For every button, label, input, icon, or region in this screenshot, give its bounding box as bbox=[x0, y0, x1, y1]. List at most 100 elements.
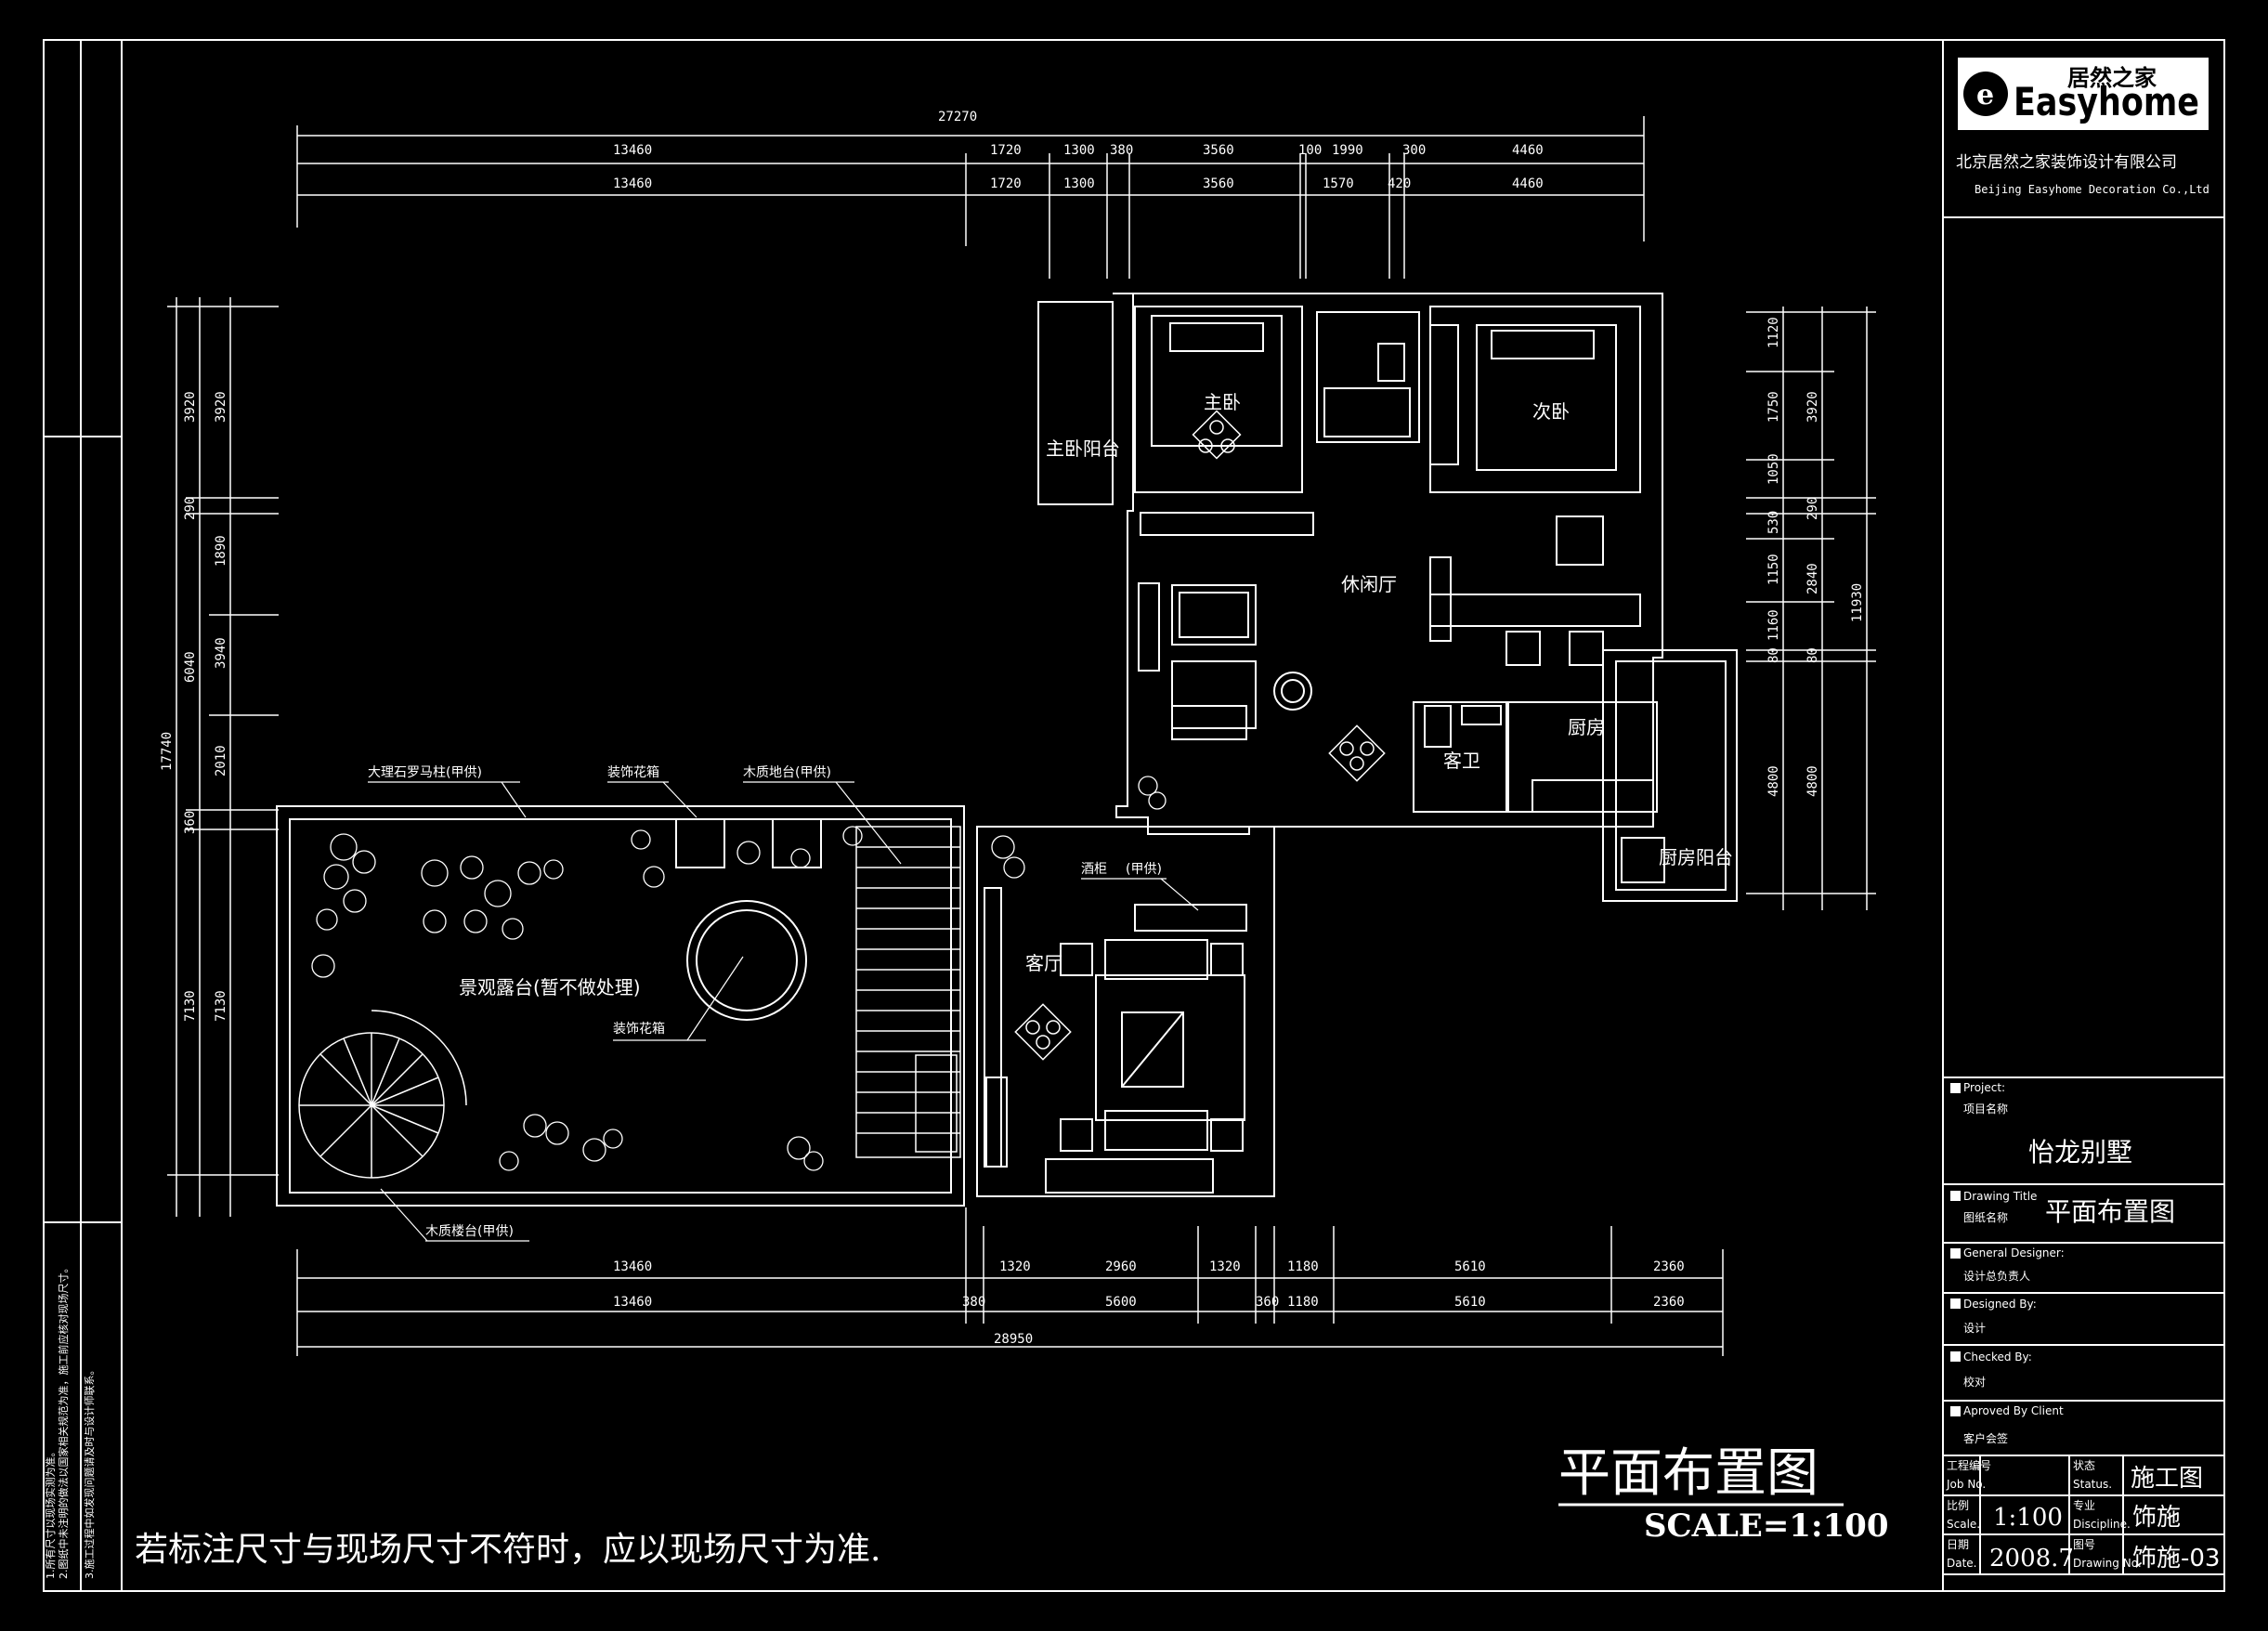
company-logo: e Easyhome 居然之家 bbox=[1958, 58, 2209, 130]
room-label-master-bedroom: 主卧 bbox=[1204, 391, 1241, 413]
wood-deck bbox=[855, 826, 961, 1158]
room-label-second-bedroom: 次卧 bbox=[1532, 400, 1570, 423]
dim-top1-2: 1300 bbox=[1063, 143, 1095, 158]
dim-bot-total: 28950 bbox=[994, 1332, 1033, 1347]
planter-box-2 bbox=[772, 818, 822, 868]
dim-left-inner-1: 1890 bbox=[214, 535, 228, 567]
dim-right-mid-1: 290 bbox=[1805, 497, 1820, 520]
floor-plan bbox=[276, 293, 1738, 1207]
status-cn: 状态 bbox=[2073, 1459, 2095, 1472]
living-room-outline bbox=[976, 826, 1275, 1197]
discipline-en: Discipline. bbox=[2073, 1518, 2131, 1531]
room-label-family-room: 休闲厅 bbox=[1341, 573, 1397, 595]
kitchen-balcony-outline bbox=[1602, 649, 1738, 902]
drawing-title: 平面布置图 bbox=[1558, 1443, 1818, 1504]
dim-right-inner-4: 1150 bbox=[1766, 554, 1781, 585]
checked-by-cn: 校对 bbox=[1963, 1375, 1986, 1389]
scale-cn: 比例 bbox=[1947, 1499, 1969, 1512]
dim-left-inner-0: 3920 bbox=[214, 391, 228, 423]
dim-top2-4: 1570 bbox=[1323, 176, 1354, 191]
dim-bot2-0: 13460 bbox=[613, 1295, 652, 1310]
master-bedroom-outline bbox=[1134, 306, 1303, 493]
dim-top1-8: 4460 bbox=[1512, 143, 1544, 158]
drawing-title-label-en: Drawing Title bbox=[1963, 1190, 2037, 1203]
dim-top2-0: 13460 bbox=[613, 176, 652, 191]
second-bed bbox=[1476, 324, 1617, 471]
checked-by-en: Checked By: bbox=[1963, 1350, 2032, 1364]
study-desk bbox=[1556, 515, 1604, 566]
dim-left-outer-4: 7130 bbox=[183, 990, 198, 1022]
svg-text:e: e bbox=[1976, 79, 1994, 111]
dim-right-total: 11930 bbox=[1850, 583, 1865, 622]
side-notes: 1.所有尺寸以现场实测为准。 2.图纸中未注明的做法以国家相关规范为准，施工前应… bbox=[44, 1263, 96, 1580]
company-name-cn: 北京居然之家装饰设计有限公司 bbox=[1956, 153, 2177, 172]
dim-left-outer-0: 3920 bbox=[183, 391, 198, 423]
spiral-stair bbox=[298, 1010, 467, 1179]
dim-right-inner-7: 4800 bbox=[1766, 765, 1781, 797]
designed-by-cn: 设计 bbox=[1963, 1322, 1986, 1335]
dim-top2-1: 1720 bbox=[990, 176, 1022, 191]
annotation-planter-1: 装饰花箱 bbox=[607, 765, 659, 780]
dim-top1-6: 1990 bbox=[1332, 143, 1363, 158]
drawing-no-en: Drawing No. bbox=[2073, 1557, 2142, 1570]
dim-bot2-2: 5600 bbox=[1105, 1295, 1137, 1310]
project-label-cn: 项目名称 bbox=[1963, 1102, 2008, 1116]
side-note-2: 2.图纸中未注明的做法以国家相关规范为准，施工前应核对现场尺寸。 bbox=[57, 1263, 70, 1580]
logo-cn: 居然之家 bbox=[2067, 65, 2157, 91]
dim-right-mid-0: 3920 bbox=[1805, 391, 1820, 423]
dim-bot1-1: 1320 bbox=[999, 1259, 1031, 1274]
scale-en: Scale. bbox=[1947, 1518, 1980, 1531]
room-label-kitchen: 厨房 bbox=[1568, 716, 1605, 738]
job-no-en: Job No. bbox=[1946, 1478, 1986, 1491]
planter-box-1 bbox=[675, 818, 725, 868]
dim-top1-1: 1720 bbox=[990, 143, 1022, 158]
sofa bbox=[1095, 974, 1245, 1121]
drawing-no-value: 饰施-03 bbox=[2132, 1545, 2220, 1572]
approved-en: Aproved By Client bbox=[1963, 1404, 2064, 1417]
annotation-wood-platform: 木质地台(甲供) bbox=[743, 765, 831, 780]
sheet-frame bbox=[43, 39, 2225, 1592]
dimension-labels-vertical: 17740 3920 290 6040 360 7130 3920 1890 3… bbox=[160, 317, 1865, 1022]
dim-bot2-3: 360 bbox=[1256, 1295, 1279, 1310]
family-room-chair bbox=[1273, 672, 1312, 711]
annotation-marble-rail: 大理石罗马柱(甲供) bbox=[368, 765, 482, 780]
terrace-plants bbox=[311, 776, 1167, 1171]
annotation-wine-cabinet: 酒柜 bbox=[1081, 862, 1107, 877]
dim-left-total: 17740 bbox=[160, 732, 175, 771]
room-label-terrace: 景观露台(暂不做处理) bbox=[459, 976, 641, 998]
index-marker-master bbox=[1192, 410, 1242, 460]
dim-top2-3: 3560 bbox=[1203, 176, 1234, 191]
dim-right-inner-0: 1120 bbox=[1766, 317, 1781, 348]
dim-top1-3: 380 bbox=[1110, 143, 1133, 158]
dim-left-outer-2: 6040 bbox=[183, 651, 198, 683]
dim-bot2-5: 5610 bbox=[1454, 1295, 1486, 1310]
room-label-guest-wc: 客卫 bbox=[1443, 750, 1480, 772]
drawing-no-cn: 图号 bbox=[2073, 1538, 2095, 1551]
annotation-wood-stair: 木质楼台(甲供) bbox=[425, 1224, 514, 1239]
family-room-tv bbox=[1171, 584, 1257, 646]
scale-value: 1:100 bbox=[1993, 1504, 2063, 1532]
dim-left-inner-2: 3940 bbox=[214, 637, 228, 669]
dim-bot2-1: 380 bbox=[962, 1295, 985, 1310]
dim-right-inner-1: 1750 bbox=[1766, 391, 1781, 423]
index-marker-family bbox=[1328, 724, 1386, 782]
company-name-en: Beijing Easyhome Decoration Co.,Ltd bbox=[1975, 183, 2209, 196]
bathroom bbox=[1316, 311, 1420, 443]
dim-bot1-0: 13460 bbox=[613, 1259, 652, 1274]
annotation-wine-cabinet-note: (甲供) bbox=[1126, 862, 1162, 877]
site-dimension-note: 若标注尺寸与现场尺寸不符时，应以现场尺寸为准. bbox=[135, 1531, 880, 1569]
status-value: 施工图 bbox=[2131, 1465, 2203, 1493]
date-en: Date. bbox=[1947, 1557, 1977, 1570]
terrace-outline bbox=[276, 805, 965, 1207]
room-label-kitchen-balcony: 厨房阳台 bbox=[1659, 846, 1733, 868]
dim-bot1-2: 2960 bbox=[1105, 1259, 1137, 1274]
dim-left-inner-4: 7130 bbox=[214, 990, 228, 1022]
dim-top1-7: 300 bbox=[1402, 143, 1426, 158]
side-note-3: 3.施工过程中如发现问题请及时与设计师联系。 bbox=[83, 1365, 96, 1580]
drawing-scale: SCALE=1:100 bbox=[1644, 1507, 1888, 1545]
logo-mark-icon bbox=[1963, 72, 2008, 116]
status-en: Status. bbox=[2073, 1478, 2112, 1491]
job-no-cn: 工程编号 bbox=[1947, 1458, 1991, 1472]
drawing-title-label-cn: 图纸名称 bbox=[1963, 1210, 2008, 1224]
dim-left-inner-3: 2010 bbox=[214, 745, 228, 776]
